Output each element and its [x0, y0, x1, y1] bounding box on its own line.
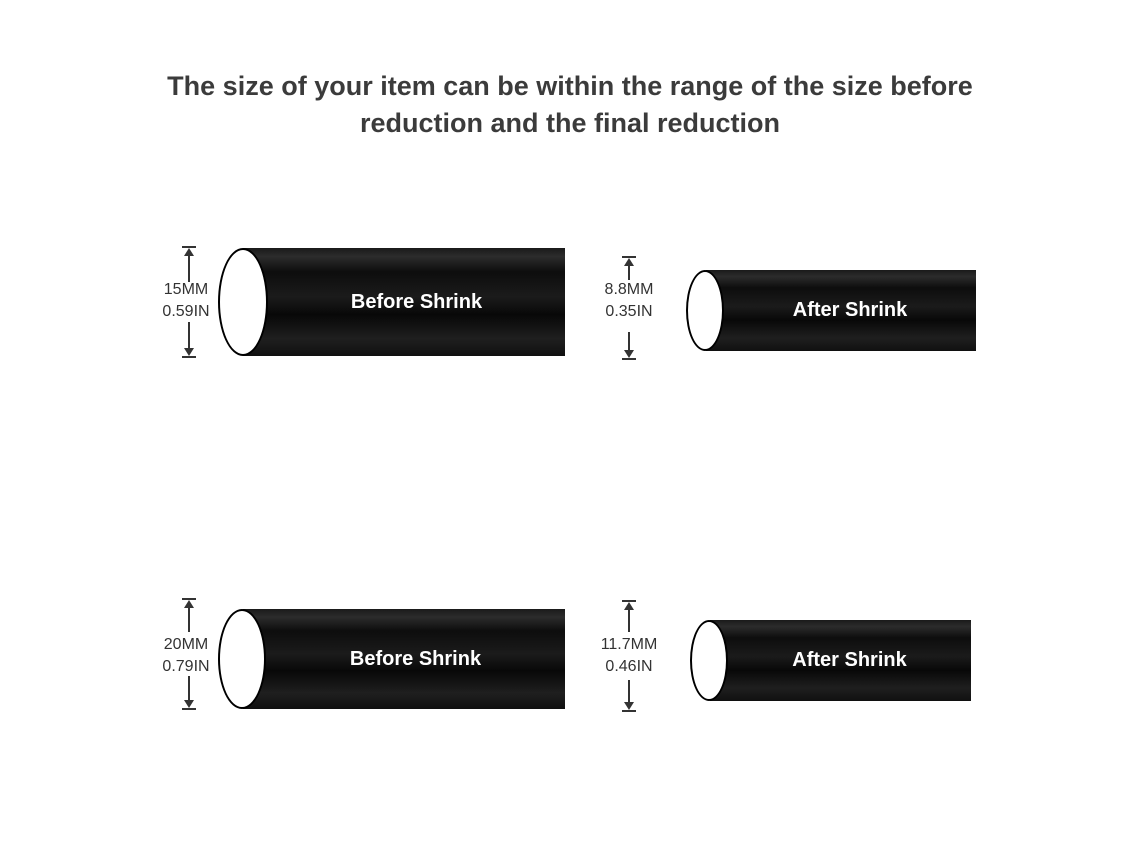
row-2-before-tube: Before Shrink: [218, 609, 565, 709]
title-line-1: The size of your item can be within the …: [167, 71, 973, 101]
page-title: The size of your item can be within the …: [120, 68, 1020, 142]
tube-label: After Shrink: [792, 299, 908, 321]
dimension-inch: 0.79IN: [162, 658, 210, 675]
row-2-after-dimension-arrow: [622, 600, 636, 712]
row-2-before-dimension-arrow: [182, 598, 196, 710]
tube-opening: [690, 620, 728, 701]
row-1-before-tube: Before Shrink: [218, 248, 565, 356]
tube-opening: [218, 248, 268, 356]
tube-opening: [218, 609, 266, 709]
row-1-before-dimension-arrow: [182, 246, 196, 358]
dimension-inch: 0.35IN: [605, 303, 653, 320]
title-line-2: reduction and the final reduction: [359, 108, 781, 138]
dimension-mm: 15MM: [163, 281, 209, 298]
row-2-after-dimension: 11.7MM 0.46IN: [590, 634, 668, 678]
tube-label: After Shrink: [792, 649, 907, 671]
dimension-mm: 11.7MM: [600, 636, 658, 653]
tube-label: Before Shrink: [349, 647, 482, 670]
dimension-inch: 0.59IN: [162, 303, 210, 320]
row-2-after-tube: After Shrink: [690, 620, 971, 701]
row-1-after-tube: After Shrink: [686, 270, 976, 351]
dimension-mm: 20MM: [163, 636, 209, 653]
row-1-before-dimension: 15MM 0.59IN: [150, 279, 222, 323]
dimension-inch: 0.46IN: [605, 658, 653, 675]
dimension-mm: 8.8MM: [604, 281, 654, 298]
row-1-after-dimension: 8.8MM 0.35IN: [593, 279, 665, 323]
tube-opening: [686, 270, 724, 351]
row-2-before-dimension: 20MM 0.79IN: [150, 634, 222, 678]
tube-label: Before Shrink: [350, 290, 483, 313]
row-1-after-dimension-arrow: [622, 256, 636, 360]
